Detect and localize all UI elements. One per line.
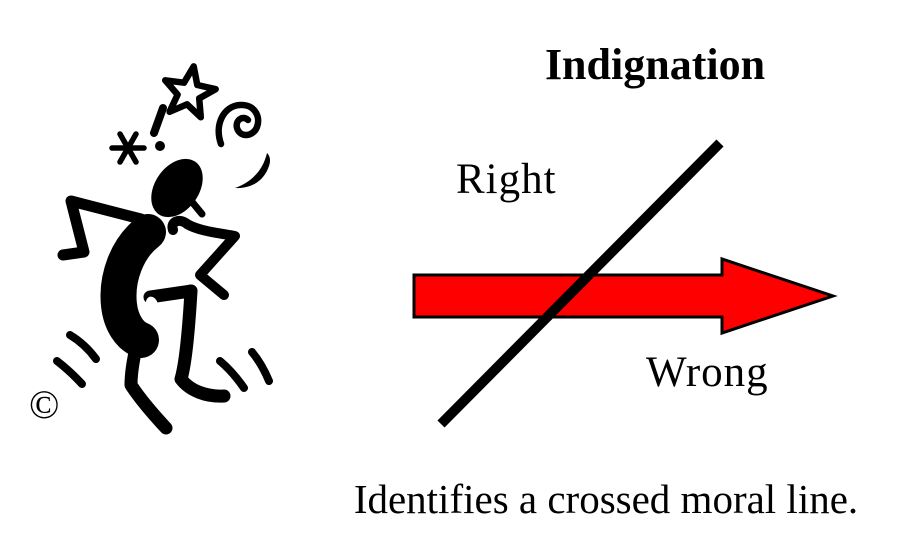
arrow-right (412, 256, 838, 336)
copyright-symbol: © (29, 382, 60, 427)
slide-title: Indignation (544, 40, 766, 89)
figure-hip-gap (145, 296, 159, 314)
spiral-icon (215, 101, 262, 148)
exclamation-icon (150, 104, 167, 151)
figure-torso (100, 214, 166, 358)
label-right: Right (456, 156, 557, 203)
motion-dashes (53, 331, 273, 392)
figure-thigh (143, 284, 198, 304)
figure-right-leg (174, 284, 231, 403)
angry-figure-illustration (53, 63, 273, 435)
moral-line (437, 139, 724, 428)
crescent-icon (235, 153, 271, 189)
label-wrong: Wrong (646, 349, 769, 396)
figure-left-arm (57, 195, 147, 261)
figure-mouth (184, 193, 206, 218)
asterisk-icon (109, 131, 147, 165)
crossed-line-diagram (412, 139, 838, 428)
star-icon (161, 63, 219, 121)
slide-caption: Identifies a crossed moral line. (353, 476, 859, 522)
figure-left-leg (124, 327, 173, 435)
figure-right-arm (167, 215, 240, 300)
